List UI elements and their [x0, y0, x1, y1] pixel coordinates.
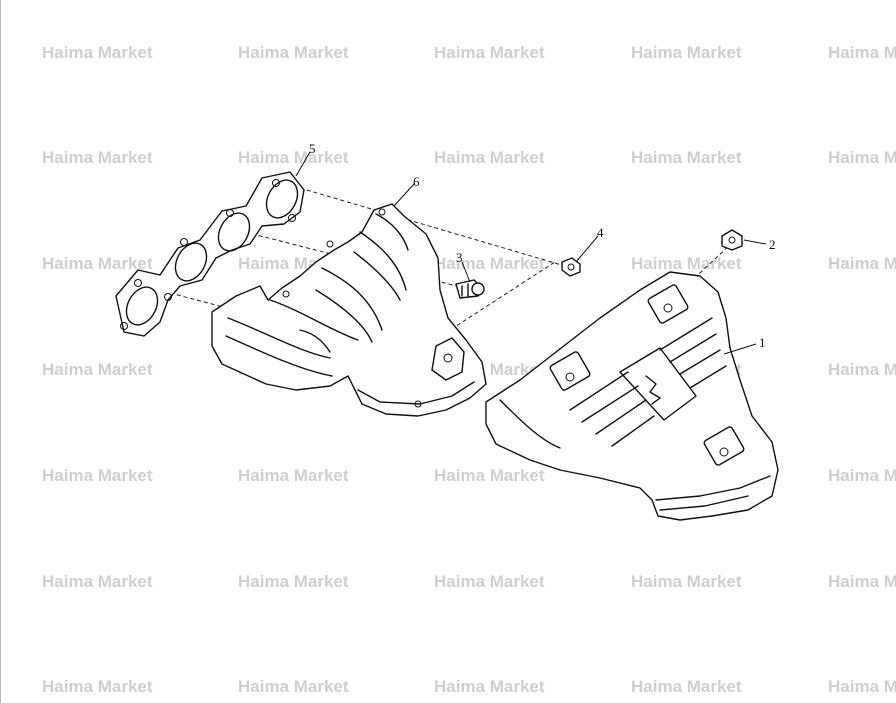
watermark-text: Haima Market	[42, 43, 153, 62]
nut[interactable]	[561, 257, 581, 277]
watermark-text: Haima Market	[828, 466, 896, 485]
watermark-text: Haima Market	[828, 572, 896, 591]
callout-numbers: 1 2 3 4 5 6	[309, 141, 776, 350]
callout-3: 3	[456, 250, 463, 265]
left-border-line	[0, 0, 1, 703]
watermark-text: Haima Market	[42, 148, 153, 167]
callout-1: 1	[759, 335, 766, 350]
watermark-text: Haima Market	[434, 254, 545, 273]
watermark-text: Haima Market	[434, 43, 545, 62]
stud[interactable]	[455, 279, 485, 299]
watermark-text: Haima Market	[238, 677, 349, 696]
watermark-text: Haima Market	[828, 360, 896, 379]
callout-4: 4	[597, 225, 604, 240]
watermark-text: Haima Market	[238, 572, 349, 591]
watermark-text: Haima Market	[238, 466, 349, 485]
watermark-text: Haima Market	[42, 254, 153, 273]
watermark-text: Haima Market	[631, 677, 742, 696]
watermark-text: Haima Market	[434, 148, 545, 167]
watermark-text: Haima Market	[238, 148, 349, 167]
shield-bolt[interactable]	[721, 229, 743, 251]
callout-6: 6	[413, 174, 420, 189]
watermark-text: Haima Market	[828, 254, 896, 273]
heat-shield[interactable]	[485, 271, 779, 521]
watermark-text: Haima Market	[434, 677, 545, 696]
watermark-text: Haima Market	[631, 148, 742, 167]
exhaust-manifold[interactable]	[211, 203, 487, 417]
watermark-text: Haima Market	[631, 254, 742, 273]
watermark-text: Haima Market	[434, 572, 545, 591]
leader-lines	[295, 151, 767, 355]
watermark-text: Haima Market	[42, 360, 153, 379]
watermark-text: Haima Market	[42, 466, 153, 485]
watermark-text: Haima Market	[828, 43, 896, 62]
watermark-text: Haima Market	[42, 572, 153, 591]
watermark-text: Haima Market	[434, 466, 545, 485]
watermark-text: Haima Market	[42, 677, 153, 696]
watermark-text: Haima Market	[828, 677, 896, 696]
callout-2: 2	[769, 237, 776, 252]
watermark-text: Haima Market	[631, 43, 742, 62]
manifold-gasket[interactable]	[115, 171, 305, 337]
callout-5: 5	[309, 141, 316, 156]
watermark-text: Haima Market	[828, 148, 896, 167]
watermark-text: Haima Market	[631, 572, 742, 591]
watermark-text: Haima Market	[238, 43, 349, 62]
